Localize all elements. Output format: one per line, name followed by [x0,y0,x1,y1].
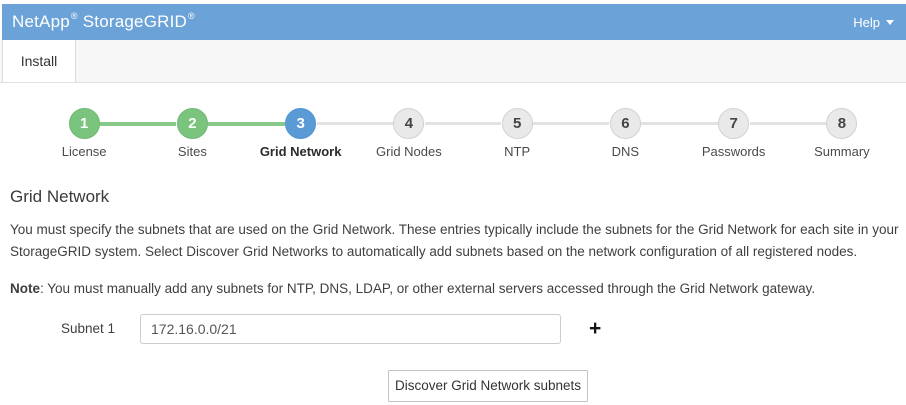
caret-down-icon [886,19,894,25]
discover-row: Discover Grid Network subnets [10,369,906,402]
step-circle: 6 [609,108,641,139]
step-label: Grid Nodes [376,144,442,159]
product-name: StorageGRID [82,12,187,31]
step-passwords: 7 Passwords [641,108,788,159]
step-circle: 5 [501,108,533,139]
step-circle: 7 [718,108,750,139]
note-label: Note [10,281,40,296]
page-title: Grid Network [10,187,110,206]
step-label: NTP [504,144,531,159]
discover-subnets-button[interactable]: Discover Grid Network subnets [388,369,588,402]
step-label: Summary [814,144,870,159]
step-label: Sites [177,144,207,159]
wizard-stepper: 1 License 2 Sites 3 Grid Network 4 Grid … [0,83,906,159]
description-text: You must specify the subnets that are us… [10,222,899,259]
header-bar: NetApp®StorageGRID® Help [2,4,906,40]
tab-bar: Install [0,40,906,83]
help-menu[interactable]: Help [853,15,894,30]
step-grid-network: 3 Grid Network [208,108,355,159]
main-content: Grid Network You must specify the subnet… [0,187,906,402]
step-grid-nodes: 4 Grid Nodes [316,108,463,159]
step-circle: 2 [176,108,208,139]
step-label: Grid Network [259,144,342,159]
add-subnet-button[interactable]: + [589,316,602,340]
step-circle: 1 [68,108,100,139]
step-label: DNS [611,144,640,159]
step-label: Passwords [701,144,766,159]
brand-name: NetApp [12,12,70,31]
app-title: NetApp®StorageGRID® [12,11,196,32]
tab-install[interactable]: Install [2,40,76,82]
step-circle: 4 [393,108,425,139]
note-body: : You must manually add any subnets for … [40,281,816,296]
subnet-input[interactable] [140,313,561,344]
step-circle: 8 [826,108,858,139]
registered-trademark-icon: ® [188,11,195,22]
step-sites: 2 Sites [100,108,246,159]
step-ntp: 5 NTP [424,108,571,159]
note-text: Note: You must manually add any subnets … [10,278,903,300]
subnet-row: Subnet 1 + [10,313,906,344]
step-circle: 3 [285,108,317,139]
subnet-label: Subnet 1 [60,321,115,336]
step-license: 1 License [30,108,138,159]
step-label: License [61,144,107,159]
registered-trademark-icon: ® [70,11,78,22]
help-label: Help [853,14,880,30]
step-summary: 8 Summary [749,108,896,159]
step-dns: 6 DNS [533,108,679,159]
